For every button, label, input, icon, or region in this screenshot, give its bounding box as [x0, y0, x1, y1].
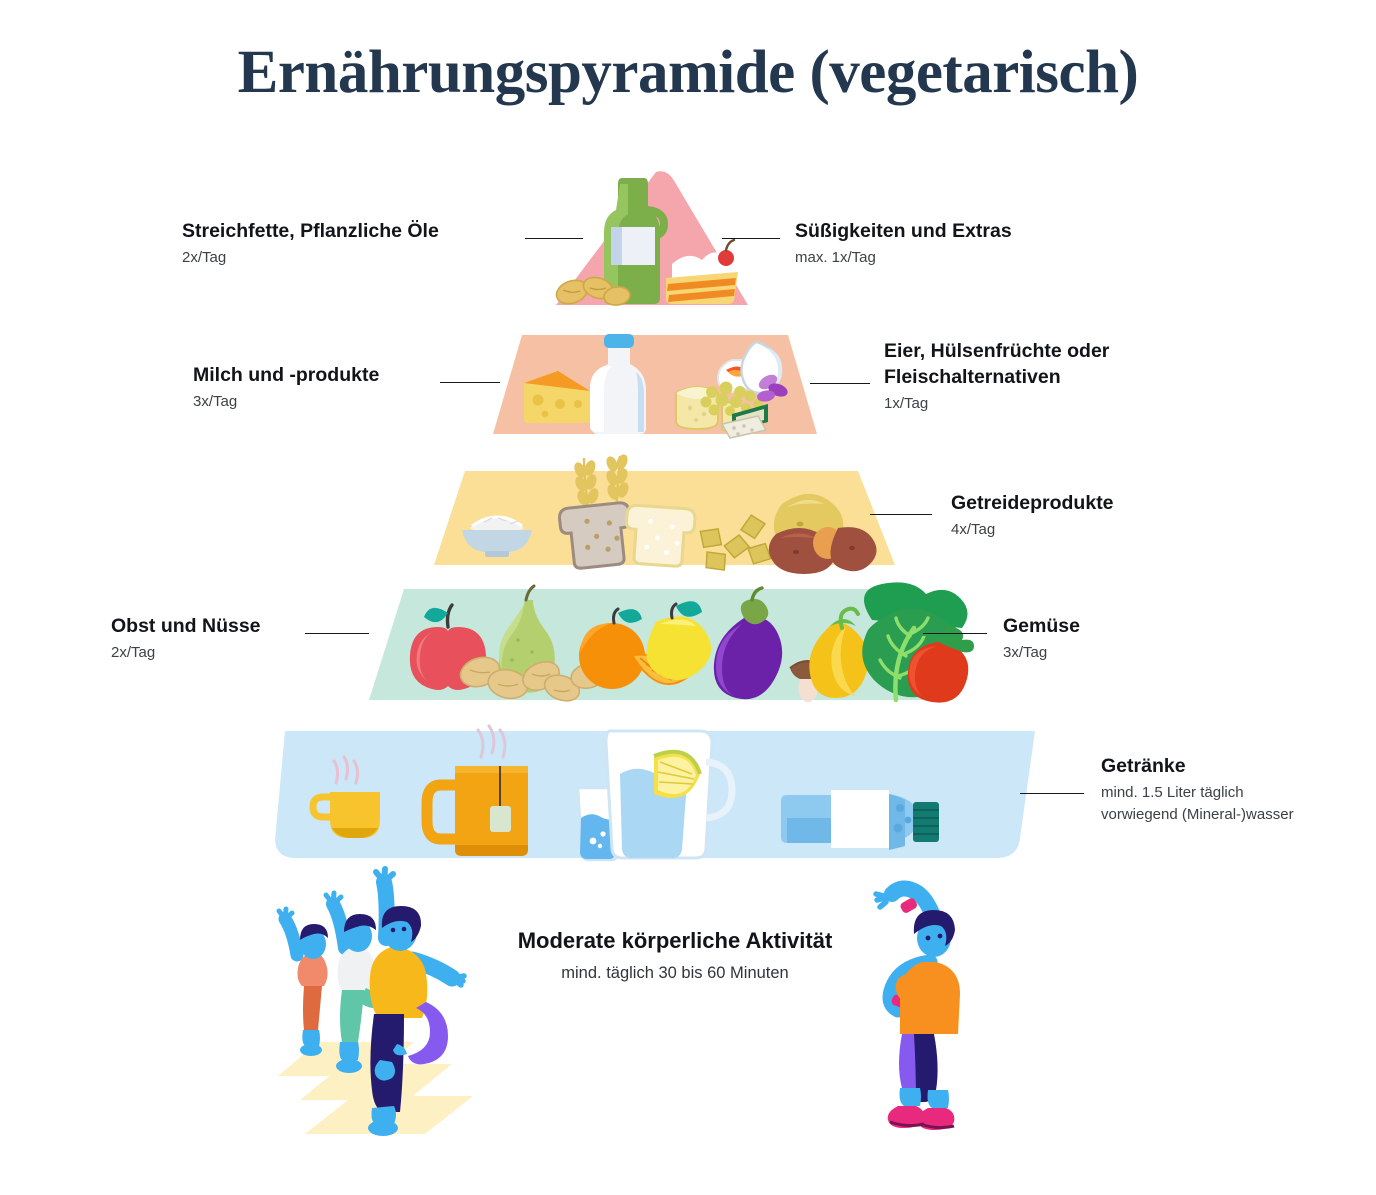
- milk-bottle-icon: [590, 334, 646, 434]
- callout-sweets-label: Süßigkeiten und Extras: [795, 220, 1012, 242]
- cake-slice-icon: [666, 238, 742, 304]
- pasta-icon: [699, 514, 772, 571]
- callout-fats: Streichfette, Pflanzliche Öle 2x/Tag: [182, 218, 439, 268]
- callout-veg: Gemüse 3x/Tag: [1003, 613, 1080, 663]
- activity-block: Moderate körperliche Aktivität mind. täg…: [499, 926, 851, 985]
- callout-grains: Getreideprodukte 4x/Tag: [951, 490, 1114, 540]
- callout-fruit-amount: 2x/Tag: [111, 644, 156, 661]
- stretching-person-icon: [873, 880, 960, 1130]
- yoga-person-front: [368, 866, 467, 1136]
- rice-bowl-icon: [462, 515, 532, 557]
- callout-drinks-label: Getränke: [1101, 755, 1186, 777]
- yoga-person-middle: [323, 890, 382, 1073]
- callout-veg-amount: 3x/Tag: [1003, 644, 1048, 661]
- callout-drinks-amount2: vorwiegend (Mineral-)wasser: [1101, 806, 1294, 823]
- bread-slice-icon: [558, 501, 632, 570]
- sweet-potato-icon: [768, 527, 877, 574]
- tier-fats: [555, 171, 748, 306]
- callout-dairy-label: Milch und -produkte: [193, 364, 380, 386]
- callout-fruit-label: Obst und Nüsse: [111, 615, 261, 637]
- callout-protein: Eier, Hülsenfrüchte oder Fleischalternat…: [884, 338, 1109, 414]
- page-title: Ernährungspyramide (vegetarisch): [237, 39, 1139, 106]
- tier-drinks: [275, 724, 1035, 862]
- cheese-wedge-icon: [524, 371, 590, 423]
- yoga-person-back: [276, 906, 328, 1056]
- callout-dairy: Milch und -produkte 3x/Tag: [193, 362, 379, 412]
- callout-dairy-amount: 3x/Tag: [193, 393, 238, 410]
- callout-fruit: Obst und Nüsse 2x/Tag: [111, 613, 261, 663]
- wheat-ear-icon: [574, 454, 629, 521]
- callout-grains-amount: 4x/Tag: [951, 521, 996, 538]
- tier-produce: [369, 582, 974, 703]
- water-pitcher-icon: [604, 729, 736, 860]
- callout-fats-amount: 2x/Tag: [182, 249, 227, 266]
- teapot-icon: [421, 724, 528, 856]
- bell-pepper-icon: [809, 606, 869, 698]
- yoga-group-icon: [276, 866, 473, 1136]
- activity-title: Moderate körperliche Aktivität: [517, 928, 833, 953]
- callout-drinks: Getränke mind. 1.5 Liter täglich vorwieg…: [1101, 753, 1294, 825]
- leader-line-grains: [870, 514, 932, 515]
- orange-icon: [579, 607, 645, 689]
- callout-protein-amount: 1x/Tag: [884, 395, 929, 412]
- callout-sweets: Süßigkeiten und Extras max. 1x/Tag: [795, 218, 1012, 268]
- callout-grains-label: Getreideprodukte: [951, 492, 1114, 514]
- activity-subtitle: mind. täglich 30 bis 60 Minuten: [561, 964, 789, 982]
- tier-dairy: [493, 334, 817, 439]
- callout-drinks-amount: mind. 1.5 Liter täglich: [1101, 784, 1244, 801]
- leader-line-drinks: [1020, 793, 1084, 794]
- tofu-icon: [720, 404, 768, 439]
- toast-icon: [625, 503, 697, 568]
- callout-sweets-amount: max. 1x/Tag: [795, 249, 876, 266]
- leader-line-protein: [810, 383, 870, 384]
- lemon-icon: [646, 601, 712, 681]
- oil-bottle-icon: [604, 178, 669, 304]
- callout-veg-label: Gemüse: [1003, 615, 1080, 637]
- leader-line-sweets: [722, 238, 780, 239]
- callout-protein-label-line1: Eier, Hülsenfrüchte oder: [884, 340, 1110, 362]
- callout-protein-label-line2: Fleischalternativen: [884, 366, 1061, 388]
- apex-nuts-icon: [555, 276, 631, 306]
- coffee-cup-icon: [309, 755, 380, 838]
- leader-line-veg: [923, 633, 987, 634]
- water-bottle-icon: [781, 790, 939, 850]
- callout-fats-label: Streichfette, Pflanzliche Öle: [182, 220, 439, 242]
- purple-beans-icon: [757, 374, 788, 402]
- beans-icon: [700, 381, 763, 416]
- tier-grains: [434, 454, 895, 574]
- leader-line-fats: [525, 238, 583, 239]
- eggplant-icon: [713, 586, 783, 700]
- leader-line-dairy: [440, 382, 500, 383]
- leader-line-fruit: [305, 633, 369, 634]
